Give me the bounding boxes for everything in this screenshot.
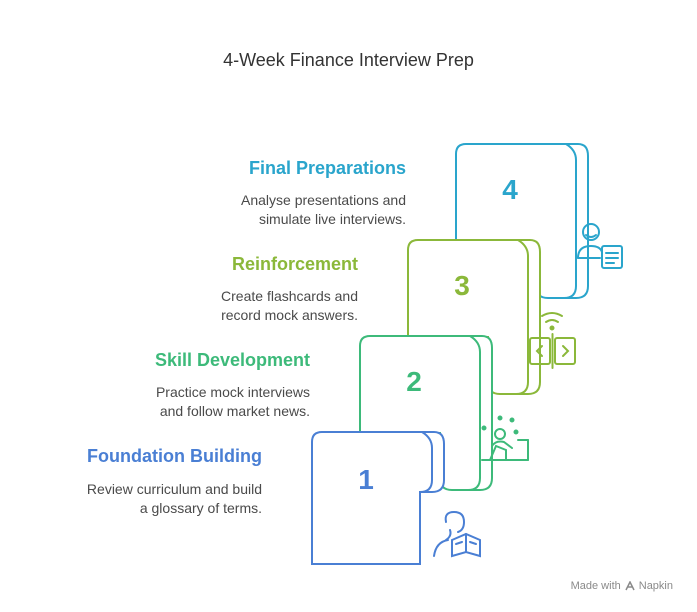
scroll-4 bbox=[455, 143, 589, 299]
step-4-desc-line-1: Analyse presentations and bbox=[241, 192, 406, 208]
interviewer-with-document-icon bbox=[577, 223, 623, 269]
page-title: 4-Week Finance Interview Prep bbox=[223, 50, 474, 70]
step-2-heading: Skill Development bbox=[154, 350, 310, 370]
person-at-desk-icon bbox=[481, 415, 529, 461]
footer-attribution: Made with Napkin bbox=[571, 580, 673, 592]
step-1-desc-line-2: a glossary of terms. bbox=[139, 500, 262, 516]
scroll-2 bbox=[359, 335, 493, 491]
step-4-desc-line-2: simulate live interviews. bbox=[258, 211, 406, 227]
person-reading-book-icon bbox=[433, 510, 481, 558]
step-3-heading: Reinforcement bbox=[231, 254, 358, 274]
step-3-desc-line-1: Create flashcards and bbox=[221, 288, 358, 304]
scroll-3 bbox=[407, 239, 541, 395]
step-1-heading: Foundation Building bbox=[87, 446, 262, 466]
step-2-desc-line-2: and follow market news. bbox=[159, 403, 310, 419]
step-1-desc-line-1: Review curriculum and build bbox=[86, 481, 262, 497]
step-4-number: 4 bbox=[502, 174, 518, 205]
flashcards-icon bbox=[529, 312, 576, 369]
step-4-description: Analyse presentations and simulate live … bbox=[241, 191, 406, 229]
step-3-number: 3 bbox=[454, 270, 470, 301]
napkin-logo-icon bbox=[625, 581, 635, 591]
step-1-number: 1 bbox=[358, 464, 374, 495]
step-3-description: Create flashcards and record mock answer… bbox=[221, 287, 358, 325]
step-2-desc-line-1: Practice mock interviews bbox=[155, 384, 310, 400]
step-3-desc-line-2: record mock answers. bbox=[221, 307, 358, 323]
scroll-1 bbox=[311, 431, 445, 565]
footer-brand: Napkin bbox=[638, 580, 673, 592]
step-2-number: 2 bbox=[406, 366, 422, 397]
footer-text: Made with bbox=[570, 580, 621, 592]
step-1-description: Review curriculum and build a glossary o… bbox=[87, 480, 262, 518]
step-4-heading: Final Preparations bbox=[248, 158, 406, 178]
step-2-description: Practice mock interviews and follow mark… bbox=[156, 383, 310, 421]
